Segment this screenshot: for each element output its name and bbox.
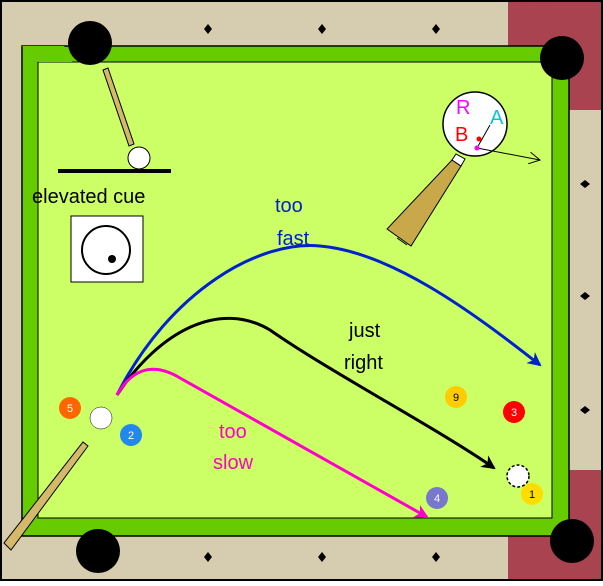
label-just-right-2: right xyxy=(344,352,383,374)
label-too-slow-2: slow xyxy=(213,452,254,474)
table-rail-right-wood xyxy=(570,112,601,470)
ball-number-label: 3 xyxy=(511,407,517,419)
label-too-fast-2: fast xyxy=(277,228,310,250)
ball-3: 3 xyxy=(503,401,525,423)
cue-tip-contact-point xyxy=(108,255,116,263)
tip-label-R: R xyxy=(456,97,470,119)
ball-number-label: 4 xyxy=(434,493,440,505)
cue-ball-icon xyxy=(90,407,112,429)
ball-number-label: 1 xyxy=(529,489,535,501)
ball-number-label: 5 xyxy=(67,403,73,415)
label-just-right-1: just xyxy=(348,320,381,342)
pocket-icon xyxy=(68,21,112,65)
pocket-icon xyxy=(540,36,584,80)
elevated-cue-label: elevated cue xyxy=(32,186,145,208)
tip-label-B: B xyxy=(455,124,468,146)
ball-1: 1 xyxy=(521,483,543,505)
pocket-icon xyxy=(550,519,594,563)
ball-2: 2 xyxy=(120,424,142,446)
ball-5: 5 xyxy=(59,397,81,419)
pocket-icon xyxy=(76,529,120,573)
ball-9: 9 xyxy=(445,386,467,408)
elevated-cue-table-line xyxy=(58,169,171,173)
label-too-fast-1: too xyxy=(275,195,303,217)
tip-label-A: A xyxy=(490,107,504,129)
tip-point-R xyxy=(475,146,480,151)
tip-point-B xyxy=(477,137,482,142)
ball-number-label: 2 xyxy=(128,430,134,442)
ball-number-label: 9 xyxy=(453,392,459,404)
cue-ball-icon xyxy=(128,147,150,169)
ghost-ball-icon xyxy=(507,465,529,487)
ball-4: 4 xyxy=(426,487,448,509)
label-too-slow-1: too xyxy=(219,421,247,443)
